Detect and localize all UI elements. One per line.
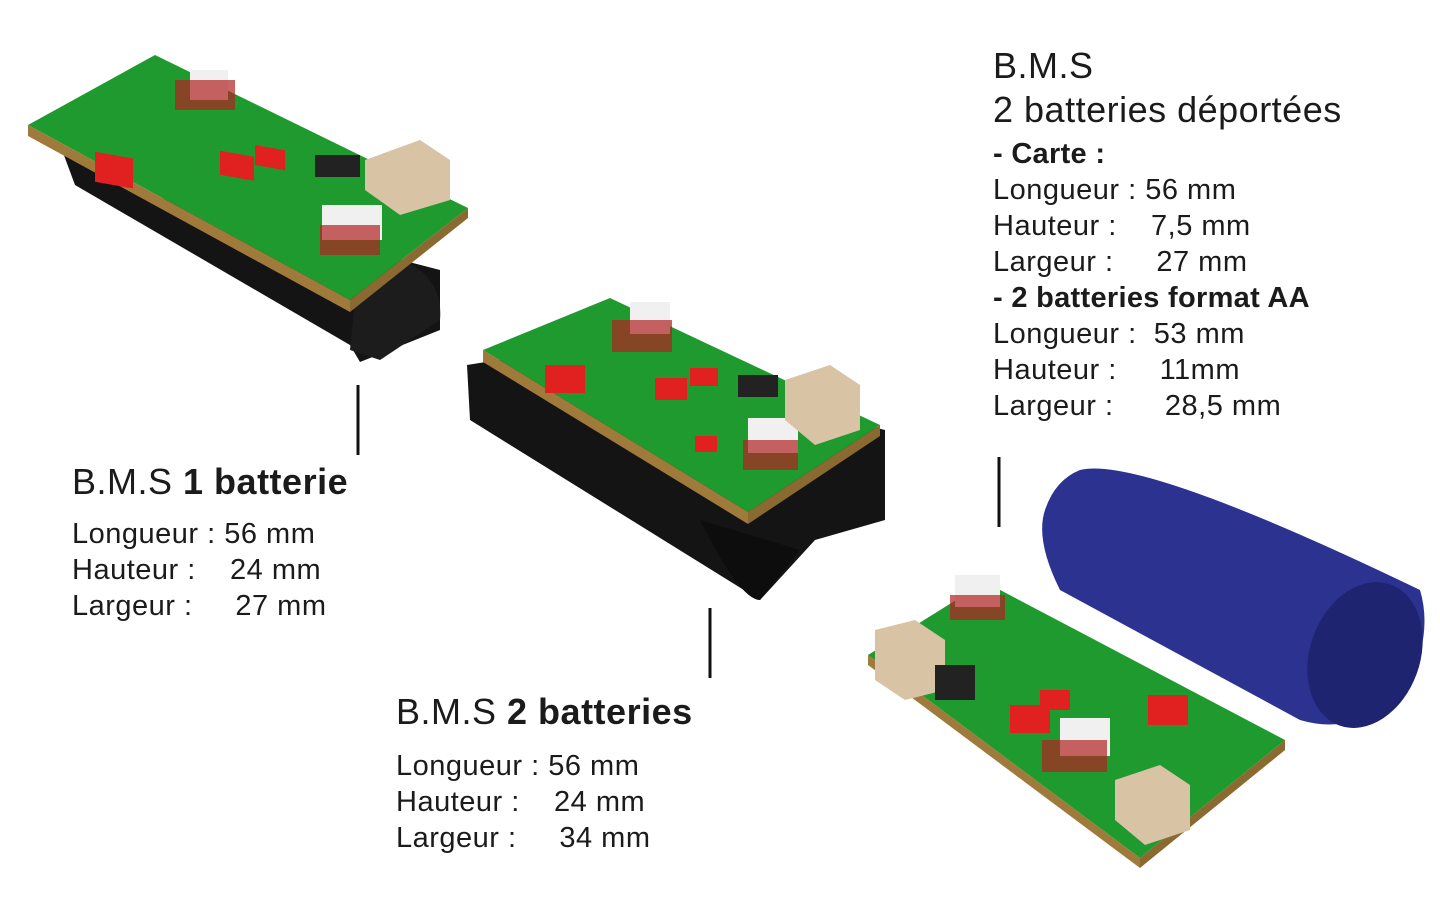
bms-remote-batteries-render (868, 468, 1425, 868)
battery-width: Largeur : 28,5 mm (993, 390, 1282, 422)
bms-2-batteries-render (467, 298, 885, 600)
bms-remote-title-line2: 2 batteries déportées (993, 89, 1342, 130)
spec-length: Longueur : 56 mm (72, 518, 316, 550)
title-prefix: B.M.S (396, 691, 497, 732)
card-width: Largeur : 27 mm (993, 246, 1248, 278)
spec-width: Largeur : 27 mm (72, 590, 327, 622)
bms-1-battery-render (28, 55, 468, 362)
bms-1-battery-specs: B.M.S 1 batterie Longueur : 56 mm Hauteu… (72, 460, 348, 624)
card-heading: - Carte : (993, 138, 1106, 170)
title-bold: 2 batteries (507, 691, 693, 732)
title-prefix: B.M.S (72, 461, 173, 502)
spec-width: Largeur : 34 mm (396, 822, 651, 854)
spec-height: Hauteur : 24 mm (72, 554, 322, 586)
spec-height: Hauteur : 24 mm (396, 786, 646, 818)
card-length: Longueur : 56 mm (993, 174, 1237, 206)
battery-height: Hauteur : 11mm (993, 354, 1240, 386)
bms-remote-batteries-specs: B.M.S 2 batteries déportées - Carte : Lo… (993, 44, 1342, 424)
bms-remote-title-line1: B.M.S (993, 45, 1094, 86)
bms-2-batteries-title: B.M.S 2 batteries (396, 690, 693, 734)
battery-length: Longueur : 53 mm (993, 318, 1245, 350)
spec-length: Longueur : 56 mm (396, 750, 640, 782)
battery-heading: - 2 batteries format AA (993, 282, 1310, 314)
title-bold: 1 batterie (183, 461, 349, 502)
card-height: Hauteur : 7,5 mm (993, 210, 1251, 242)
bms-1-battery-title: B.M.S 1 batterie (72, 460, 348, 504)
bms-2-batteries-specs: B.M.S 2 batteries Longueur : 56 mm Haute… (396, 690, 693, 856)
